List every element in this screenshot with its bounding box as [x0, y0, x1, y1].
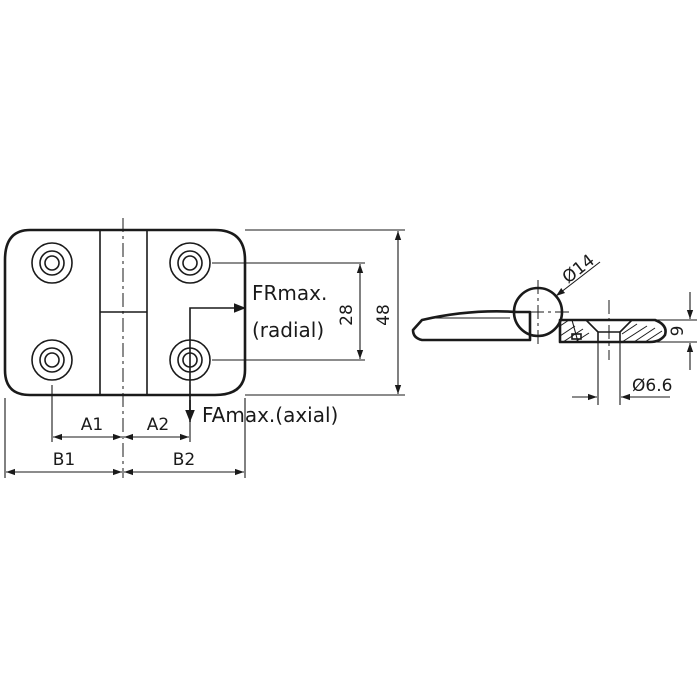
dim-b1-label: B1: [53, 450, 75, 470]
hinge-outline: [3, 228, 247, 397]
side-hole-hatching: [559, 319, 663, 343]
radial-load-arrow: [189, 303, 246, 418]
front-view: A1 A2 B1 B2 28 48 FRmax. (radial) FAmax.…: [3, 218, 405, 478]
dim-hole-diameter-label: Ø6.6: [632, 376, 672, 396]
dim-b2-label: B2: [173, 450, 195, 470]
hole-top-right: [169, 242, 211, 284]
dim-a1-label: A1: [81, 415, 103, 435]
radial-load-label-1: FRmax.: [252, 281, 327, 305]
dim-a2-label: A2: [147, 415, 169, 435]
dim-hole-spacing-label: 28: [337, 304, 357, 326]
hole-top-left: [31, 242, 73, 284]
side-view: Ø14 9 Ø6.6: [411, 251, 697, 405]
dim-thickness-label: 9: [668, 326, 688, 337]
dim-knuckle-diameter-label: Ø14: [559, 251, 599, 288]
radial-load-label-2: (radial): [252, 318, 324, 342]
axial-load-label: FAmax.(axial): [202, 403, 338, 427]
dim-height-label: 48: [374, 304, 394, 326]
hole-bottom-left: [31, 339, 73, 381]
side-countersink: [585, 319, 599, 342]
side-left-leaf: [411, 310, 532, 342]
dim-knuckle-diameter-leader: [555, 261, 601, 297]
